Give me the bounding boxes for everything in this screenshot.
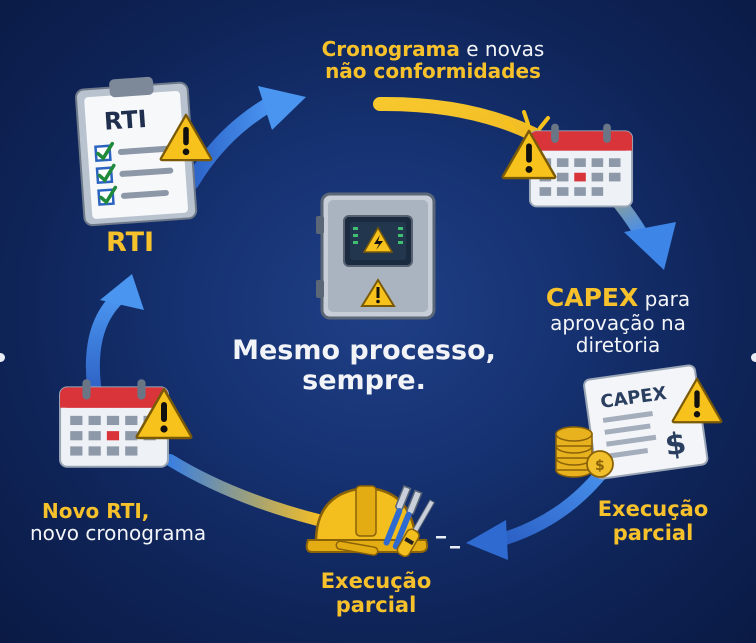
arrowhead-execucao: [466, 520, 508, 560]
arrowhead-capex: [624, 222, 676, 270]
cronograma-title: Cronograma: [321, 37, 460, 61]
clipboard-checklist-icon: [74, 76, 198, 227]
capex-line3: diretoria: [575, 333, 661, 358]
capex-title: CAPEX: [545, 283, 639, 312]
novo-rti-line2: novo cronograma: [30, 521, 207, 546]
label-capex: CAPEX para aprovação na diretoria: [522, 284, 714, 357]
center-line2: sempre.: [302, 365, 426, 397]
novo-rti-line1: Novo RTI,: [42, 499, 150, 523]
cronograma-line2: não conformidades: [325, 59, 541, 84]
arrow-novo-rti-to-rti: [85, 291, 125, 407]
coin-stack-icon: $: [555, 426, 614, 478]
capex-line2: aprovação na: [550, 311, 686, 335]
center-line1: Mesmo processo,: [232, 335, 496, 366]
execucao-bottom-line2: parcial: [335, 592, 417, 617]
execucao-right-line2: parcial: [612, 520, 694, 545]
label-novo-rti: Novo RTI, novo cronograma: [30, 500, 250, 545]
arrowhead-cronograma: [258, 86, 306, 130]
svg-text:$: $: [595, 458, 605, 474]
capex-document-icon: CAPEX $: [583, 364, 709, 480]
rti-title: RTI: [106, 227, 155, 258]
arrowhead-rti: [100, 274, 144, 310]
cronograma-e-novas: e novas: [466, 37, 545, 61]
left-edge-dot: [0, 353, 5, 362]
dollar-sign: $: [663, 426, 689, 464]
execucao-right-line1: Execução: [597, 497, 709, 521]
electrical-panel-icon: [316, 192, 436, 320]
center-tagline: Mesmo processo, sempre.: [214, 335, 514, 397]
label-execucao-right: Execução parcial: [580, 497, 726, 545]
label-execucao-bottom: Execução parcial: [302, 569, 450, 617]
execucao-bottom-line1: Execução: [320, 569, 432, 593]
capex-para: para: [644, 287, 691, 311]
arrow-execucao-to-novo-rti: [164, 454, 324, 526]
tools-icon: [335, 485, 460, 558]
label-cronograma: Cronograma e novas não conformidades: [300, 38, 566, 83]
alert-rays: [504, 110, 550, 132]
arrow-rti-to-cronograma: [184, 96, 278, 190]
label-rti: RTI: [106, 227, 155, 258]
right-edge-dot: [751, 353, 756, 362]
